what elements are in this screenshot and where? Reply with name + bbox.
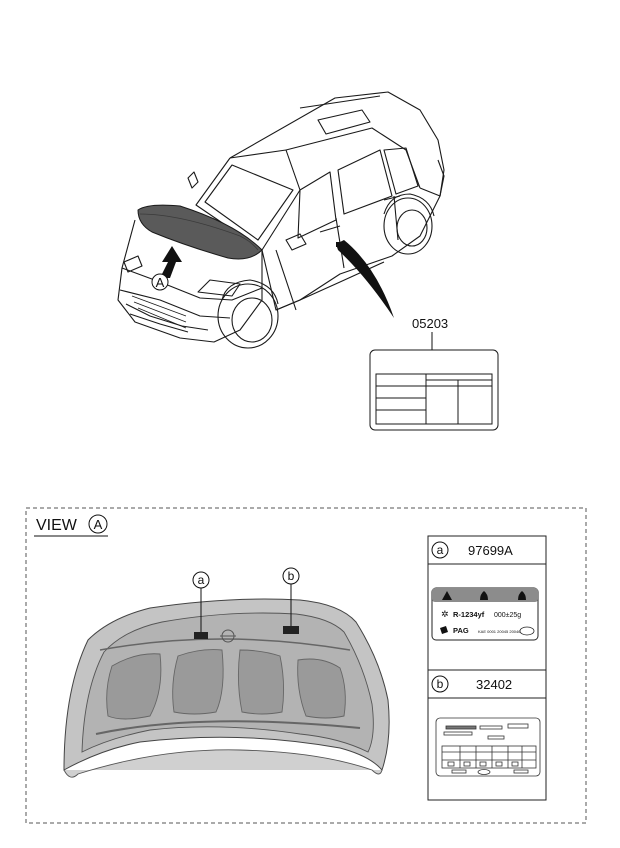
refrigerant-amount: 000±25g bbox=[494, 612, 521, 619]
view-a-marker-letter: A bbox=[156, 275, 165, 290]
view-a-marker: A bbox=[151, 273, 169, 291]
view-title-circle bbox=[88, 514, 108, 534]
snowflake-icon: ✲ bbox=[441, 610, 449, 620]
sticker-a-position bbox=[194, 632, 208, 639]
legend-b-marker: b bbox=[437, 677, 444, 691]
view-a-frame bbox=[25, 507, 587, 824]
legend-a-marker: a bbox=[437, 543, 444, 557]
emission-label bbox=[435, 717, 541, 777]
callout-b-letter: b bbox=[288, 569, 295, 583]
view-arrow bbox=[160, 246, 182, 278]
callout-a-letter: a bbox=[198, 573, 205, 587]
callout-a-circle bbox=[192, 571, 210, 589]
legend-b-part-number: 32402 bbox=[476, 677, 512, 692]
view-title-letter: A bbox=[94, 517, 103, 532]
sticker-b-position bbox=[283, 626, 299, 634]
callout-b-circle bbox=[282, 567, 300, 585]
oil-can-icon bbox=[440, 626, 448, 634]
droplet-icon bbox=[480, 591, 488, 600]
oil-type: PAG bbox=[453, 626, 469, 635]
sticker-leader bbox=[336, 240, 394, 318]
legend-a-circle bbox=[431, 541, 449, 559]
tire-info-label bbox=[369, 349, 499, 431]
hood-inner-panel bbox=[63, 598, 390, 778]
refrigerant-type: R-1234yf bbox=[453, 610, 485, 619]
part-number-05203: 05203 bbox=[412, 316, 448, 331]
door-sticker bbox=[336, 242, 344, 247]
hood-highlight bbox=[137, 204, 263, 260]
label-fine-print: KAE 0001 20045 20046 bbox=[478, 629, 521, 634]
legend-a-part-number: 97699A bbox=[468, 543, 513, 558]
legend-b-circle bbox=[431, 675, 449, 693]
legend-panel bbox=[427, 535, 547, 801]
droplet-icon bbox=[518, 591, 526, 600]
refrigerant-label: ✲ R-1234yf 000±25g PAG KAE 0001 20045 20… bbox=[431, 587, 539, 641]
view-title: VIEW bbox=[36, 517, 78, 534]
warning-triangle-icon bbox=[442, 591, 452, 600]
